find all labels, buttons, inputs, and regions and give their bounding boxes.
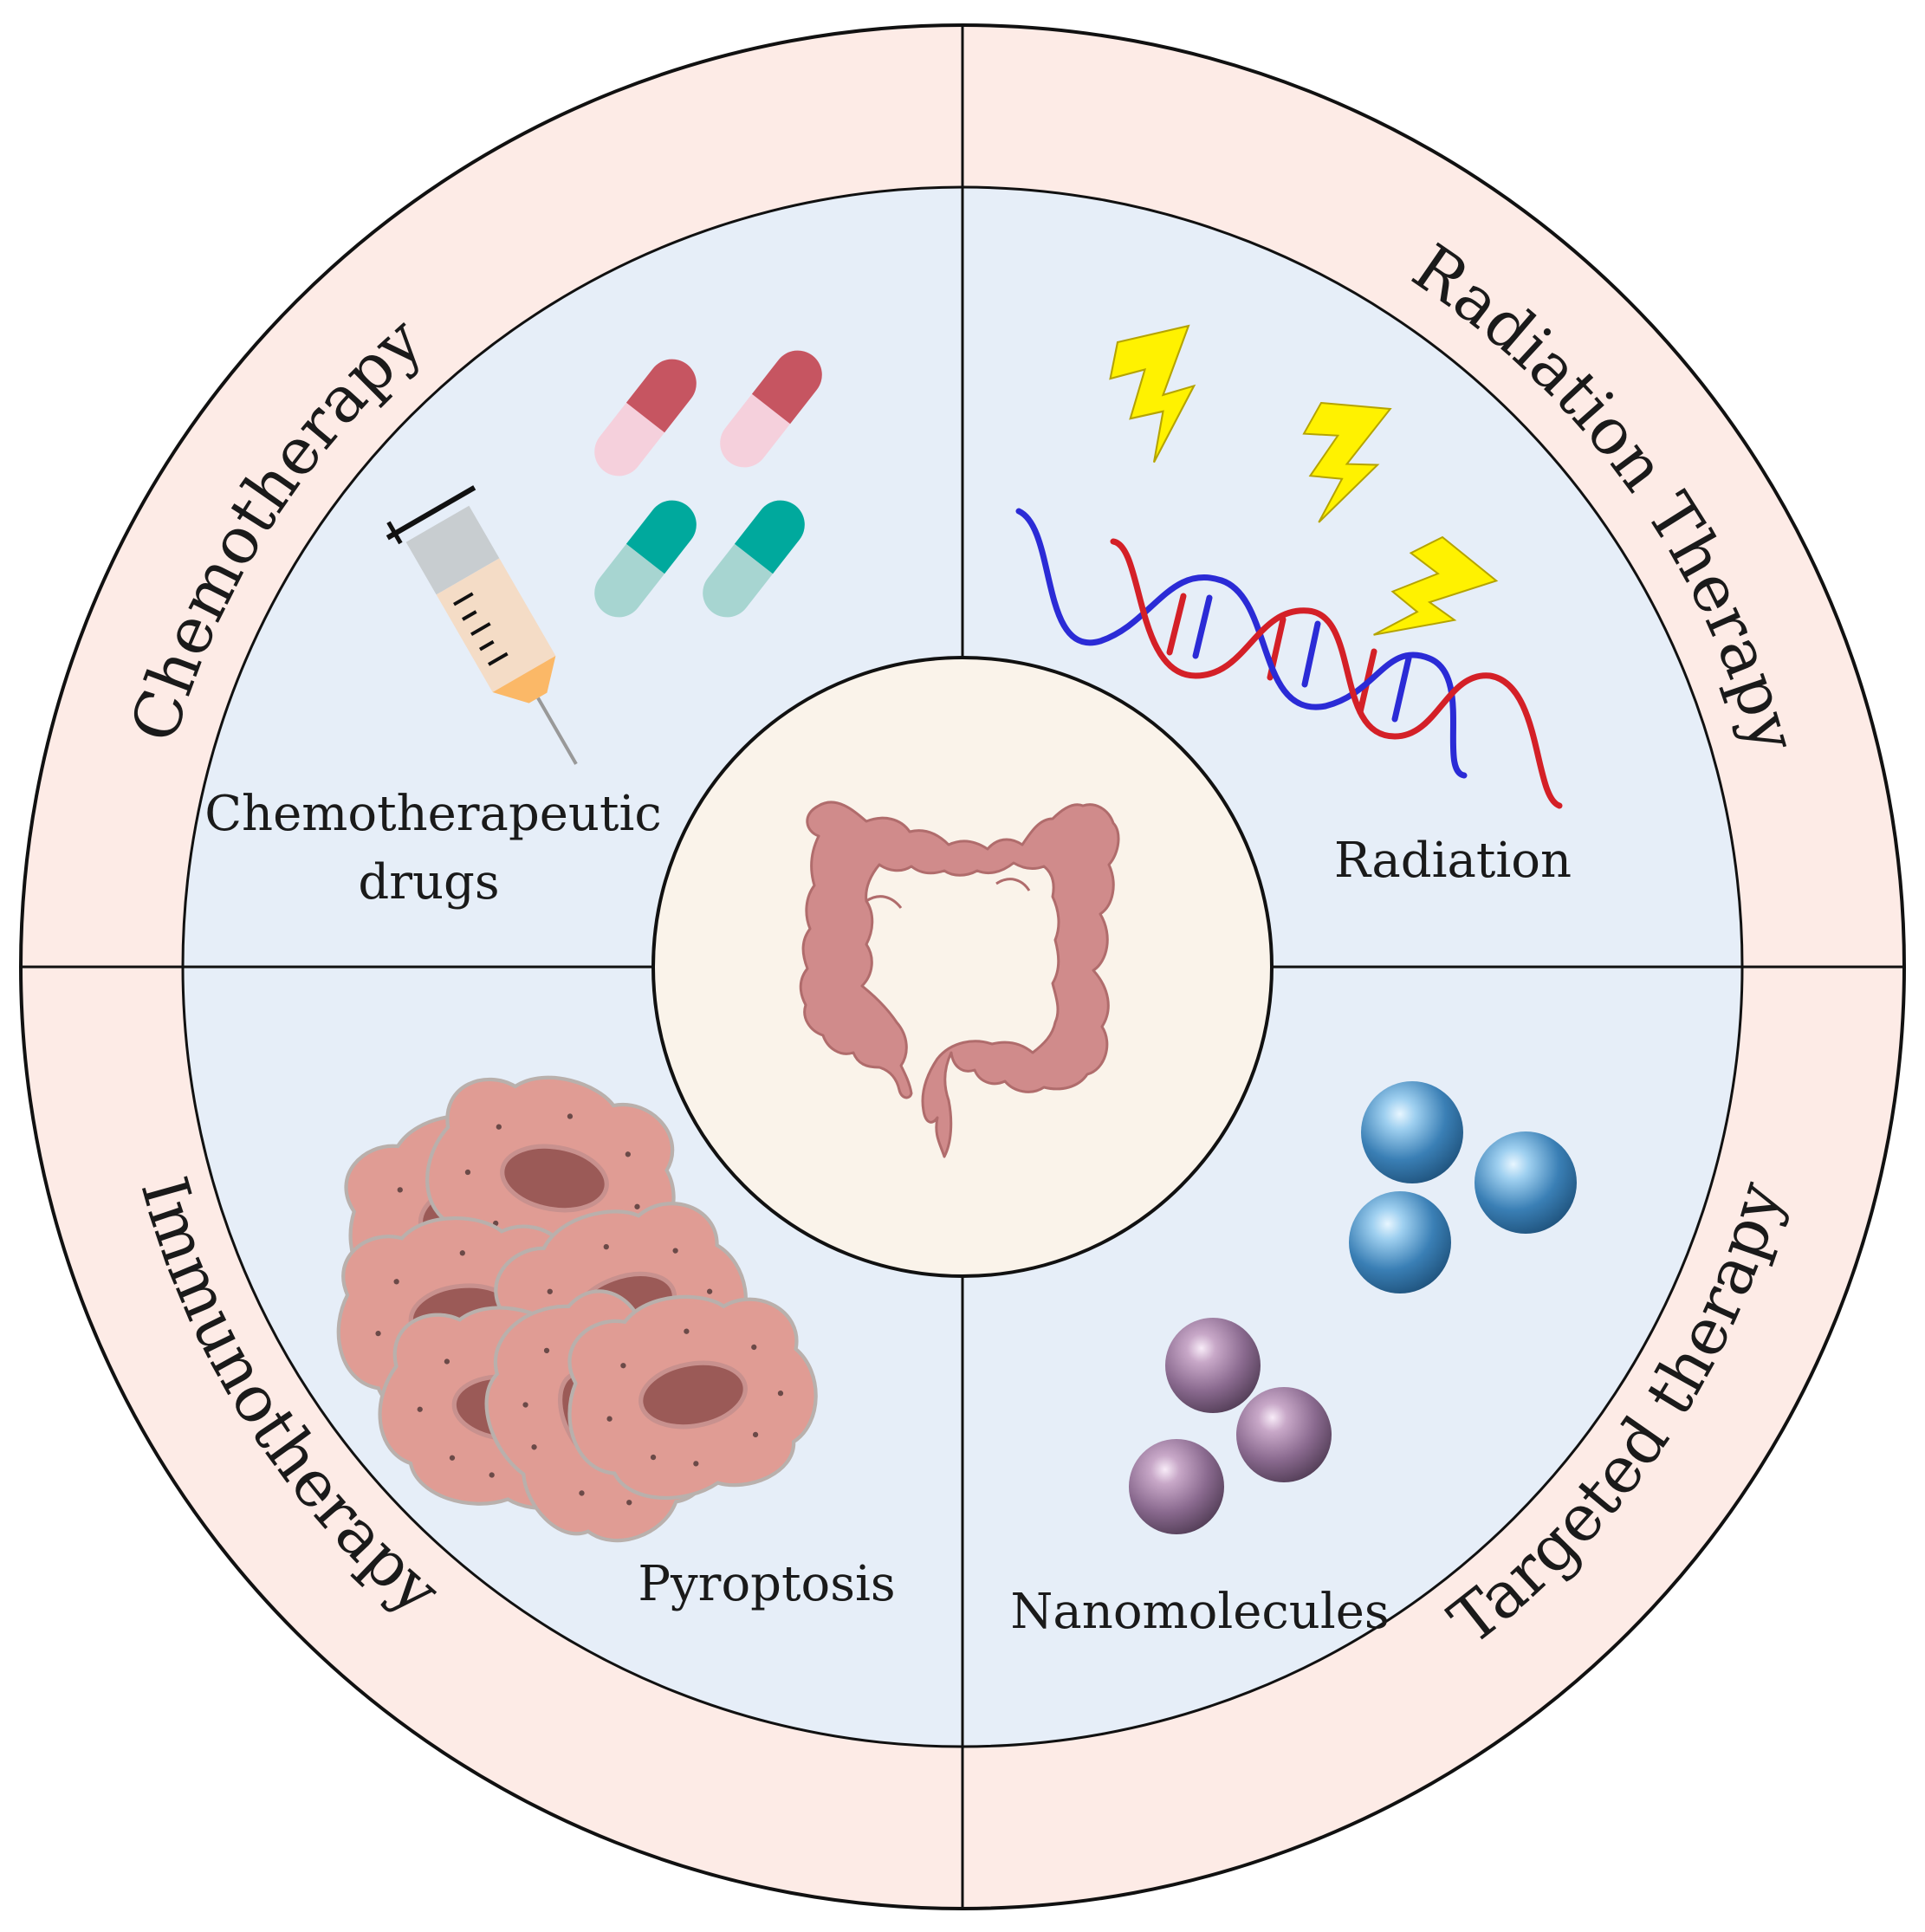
center-disk xyxy=(651,656,1274,1278)
pyroptosis-label: Pyroptosis xyxy=(638,1556,895,1612)
nanoparticle-icon xyxy=(1129,1081,1577,1534)
chemotherapeutic-label-line1: Chemotherapeutic xyxy=(204,786,662,842)
chemotherapeutic-label-line2: drugs xyxy=(358,854,499,911)
syringe-icon xyxy=(386,485,578,765)
radiation-label: Radiation xyxy=(1334,833,1572,889)
dna-helix-icon xyxy=(1015,508,1563,809)
colon-icon xyxy=(799,801,1120,1158)
nanomolecules-label: Nanomolecules xyxy=(1010,1584,1389,1640)
